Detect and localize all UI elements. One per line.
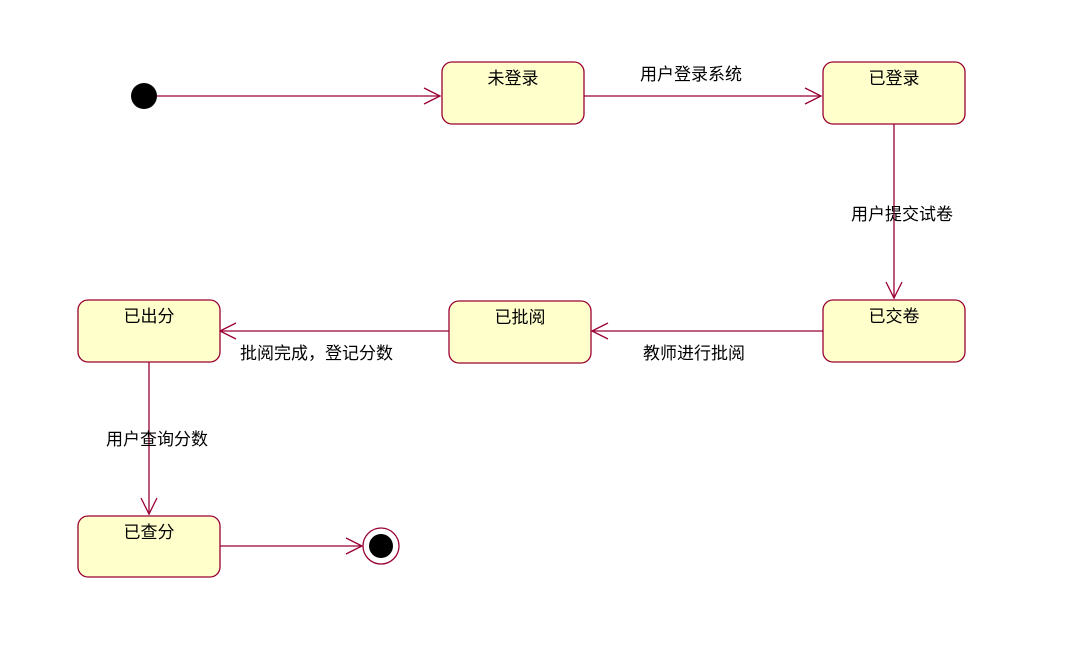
transition-label-login: 用户登录系统 xyxy=(640,65,742,85)
state-label-reviewed: 已批阅 xyxy=(495,308,546,328)
edge-review-done xyxy=(218,322,449,340)
state-label-not-logged-in: 未登录 xyxy=(488,69,539,89)
transition-label-submit: 用户提交试卷 xyxy=(851,205,953,225)
state-reviewed: 已批阅 xyxy=(448,300,592,364)
edge-initial-to-not-logged-in xyxy=(157,87,442,105)
state-label-score-checked: 已查分 xyxy=(124,523,175,543)
state-logged-in: 已登录 xyxy=(822,61,966,125)
state-label-logged-in: 已登录 xyxy=(869,69,920,89)
state-score-checked: 已查分 xyxy=(77,515,221,578)
state-not-logged-in: 未登录 xyxy=(441,61,585,125)
transition-label-query: 用户查询分数 xyxy=(106,430,208,450)
state-submitted: 已交卷 xyxy=(822,299,966,363)
edge-submit xyxy=(885,124,903,300)
initial-state xyxy=(131,83,157,109)
state-label-submitted: 已交卷 xyxy=(869,307,920,327)
edge-login xyxy=(584,87,823,105)
edge-to-final xyxy=(219,537,364,555)
transition-label-review-done: 批阅完成，登记分数 xyxy=(240,344,393,364)
state-label-scored: 已出分 xyxy=(124,307,175,327)
final-state xyxy=(362,527,400,565)
transition-label-review: 教师进行批阅 xyxy=(643,344,745,364)
edge-review xyxy=(590,322,823,340)
edge-query xyxy=(140,362,158,516)
state-scored: 已出分 xyxy=(77,299,221,363)
